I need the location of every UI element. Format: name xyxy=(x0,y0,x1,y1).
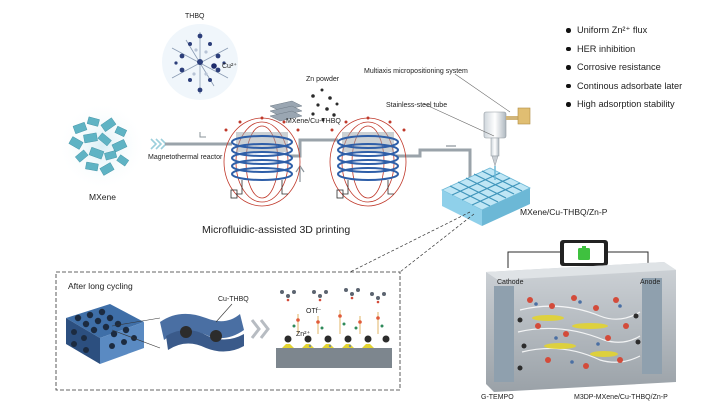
printed-lattice xyxy=(441,166,531,226)
zn-ion-label: Zn²⁺ xyxy=(296,331,311,338)
mxene-label: MXene xyxy=(89,192,116,202)
anode-full-label: M3DP-MXene/Cu-THBQ/Zn-P xyxy=(574,394,668,401)
feature-list: Uniform Zn²⁺ flux HER inhibition Corrosi… xyxy=(566,25,682,119)
feature-item: Corrosive resistance xyxy=(566,62,682,72)
magnetothermal-reactor-1 xyxy=(223,116,301,207)
inset-cu-thbq-sheets xyxy=(160,303,244,352)
feature-item: HER inhibition xyxy=(566,44,682,54)
mxene-cluster xyxy=(58,102,168,190)
g-tempo-label: G-TEMPO xyxy=(481,394,514,401)
print-nozzle xyxy=(423,73,531,167)
mxene-cu-thbq-stack xyxy=(269,100,303,122)
battery-cell xyxy=(486,240,676,392)
zn-powder-particles xyxy=(311,88,339,122)
microfluidic-printing-title: Microfluidic-assisted 3D printing xyxy=(202,224,351,236)
inset-lattice-cube xyxy=(66,304,161,364)
cathode-label: Cathode xyxy=(497,279,524,286)
feature-item: High adsorption stability xyxy=(566,99,682,109)
zn-powder-label: Zn powder xyxy=(306,76,340,83)
mxene-cu-thbq-label: MXene/Cu-THBQ xyxy=(286,118,341,125)
inset-electrode-surface xyxy=(276,288,392,368)
otf-label: OTf⁻ xyxy=(306,308,322,315)
thbq-label: THBQ xyxy=(185,13,205,20)
after-long-cycling-label: After long cycling xyxy=(68,281,133,291)
product-label: MXene/Cu-THBQ/Zn-P xyxy=(520,207,608,217)
stainless-tube-label: Stainless-steel tube xyxy=(386,102,448,109)
feature-item: Uniform Zn²⁺ flux xyxy=(566,25,682,35)
feature-item: Continous adsorbate later xyxy=(566,81,682,91)
magnetothermal-label: Magnetothermal reactor xyxy=(148,154,223,161)
multiaxis-label: Multiaxis micropositioning system xyxy=(364,68,468,75)
thbq-molecule xyxy=(162,24,238,100)
cu-thbq-label: Cu-THBQ xyxy=(218,296,249,303)
anode-label: Anode xyxy=(640,279,661,286)
magnetothermal-reactor-2 xyxy=(329,116,407,207)
cu-ion-label: Cu²⁺ xyxy=(222,63,237,70)
